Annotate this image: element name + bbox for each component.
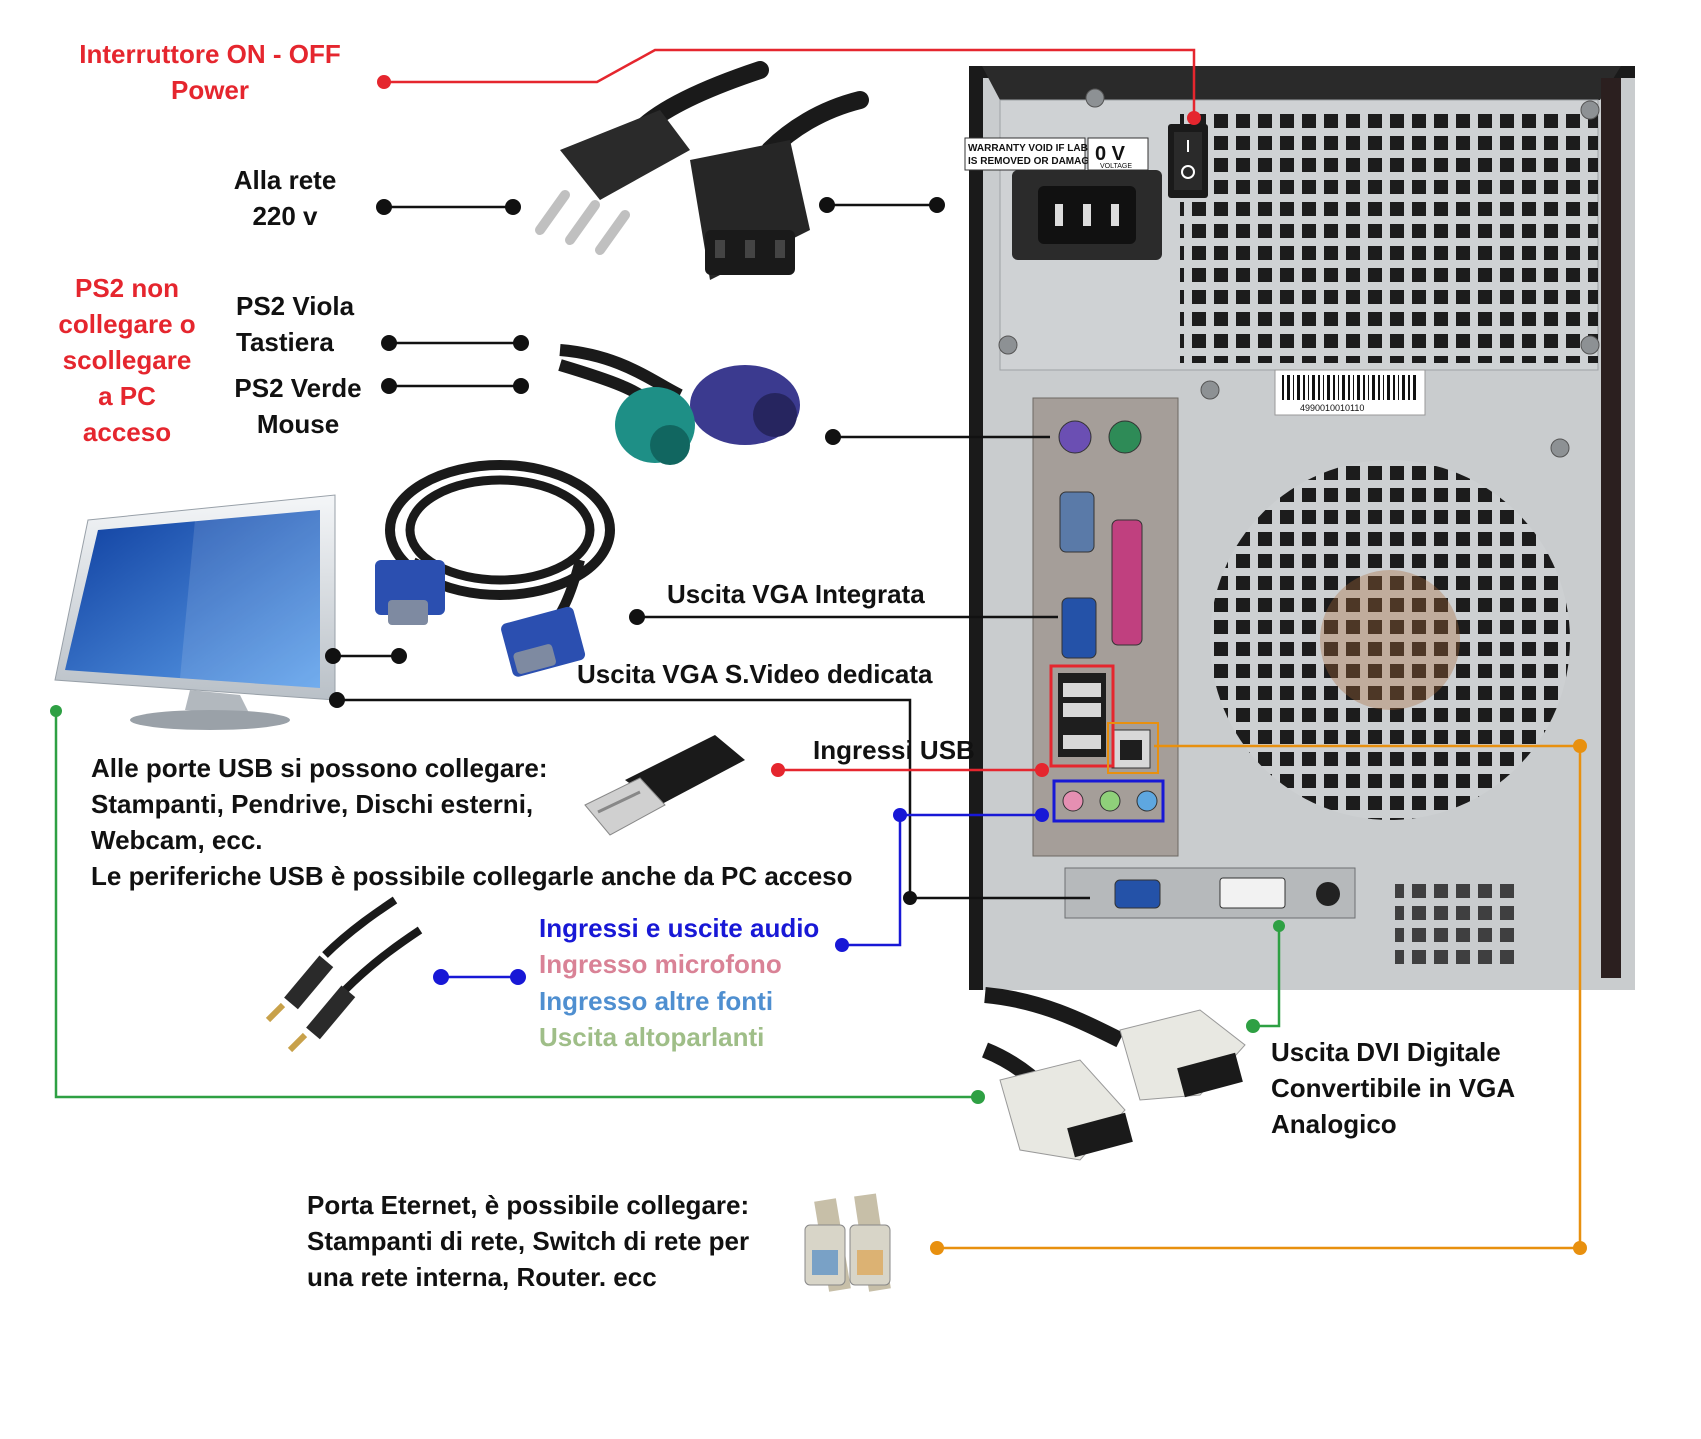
connector-lines — [54, 48, 1582, 1250]
dvi-cable-illustration — [981, 987, 1246, 1161]
svg-text:WARRANTY VOID IF LABEL: WARRANTY VOID IF LABEL — [968, 143, 1101, 154]
fan-vent-grill — [1210, 460, 1570, 820]
ps2-mouse-port — [1108, 420, 1142, 454]
line-in-jack — [1136, 790, 1158, 812]
audio-mic-label: Ingresso microfono — [539, 949, 782, 979]
usb-inputs-label: Ingressi USB — [813, 735, 975, 765]
parallel-port — [1111, 519, 1143, 646]
usb-plug-illustration — [584, 725, 750, 836]
ps2-splitter-illustration — [558, 344, 800, 465]
power-cable-illustration — [535, 61, 869, 280]
warranty-sticker: WARRANTY VOID IF LABEL IS REMOVED OR DAM… — [964, 137, 1149, 171]
power-inlet — [1012, 170, 1162, 260]
power-switch — [1168, 124, 1208, 198]
mic-jack — [1062, 790, 1084, 812]
vga-integrated-port — [1061, 597, 1097, 659]
vga-dedicated-label: Uscita VGA S.Video dedicata — [577, 659, 933, 689]
ps2-keyboard-label: PS2 Viola Tastiera — [236, 291, 355, 357]
speaker-jack — [1099, 790, 1121, 812]
tower-details: WARRANTY VOID IF LABEL IS REMOVED OR DAM… — [964, 66, 1621, 978]
serial-port — [1059, 491, 1095, 553]
audio-cable-illustration — [265, 896, 423, 1053]
ps2-warning-label: PS2 non collegare o scollegare a PC acce… — [58, 273, 196, 447]
audio-speakers-label: Uscita altoparlanti — [539, 1022, 765, 1052]
ps2-mouse-label: PS2 Verde Mouse — [234, 373, 362, 439]
ethernet-cable-illustration — [804, 1193, 891, 1292]
psu-vent-grill — [1180, 108, 1598, 363]
svg-text:4990010010110: 4990010010110 — [1300, 403, 1364, 413]
dvi-label: Uscita DVI Digitale Convertibile in VGA … — [1271, 1037, 1516, 1139]
power-switch-label: Interruttore ON - OFF Power — [79, 39, 341, 105]
expansion-card — [1064, 867, 1356, 919]
usb-description: Alle porte USB si possono collegare: Sta… — [91, 753, 853, 891]
svg-text:IS REMOVED OR DAMAGED: IS REMOVED OR DAMAGED — [968, 156, 1103, 167]
vga-integrated-label: Uscita VGA Integrata — [667, 579, 925, 609]
mains-label: Alla rete 220 v — [233, 165, 337, 231]
svg-text:VOLTAGE: VOLTAGE — [1100, 163, 1132, 170]
audio-title-label: Ingressi e uscite audio — [539, 913, 820, 943]
connector-dots — [50, 75, 1587, 1255]
barcode-label: 4990010010110 — [1274, 369, 1426, 416]
ps2-keyboard-port — [1058, 420, 1092, 454]
monitor-illustration — [54, 494, 336, 730]
ethernet-label: Porta Eternet, è possibile collegare: St… — [307, 1190, 750, 1292]
vga-cable-illustration — [375, 460, 615, 677]
audio-line-in-label: Ingresso altre fonti — [539, 986, 774, 1016]
svg-text:0 V: 0 V — [1095, 143, 1126, 165]
